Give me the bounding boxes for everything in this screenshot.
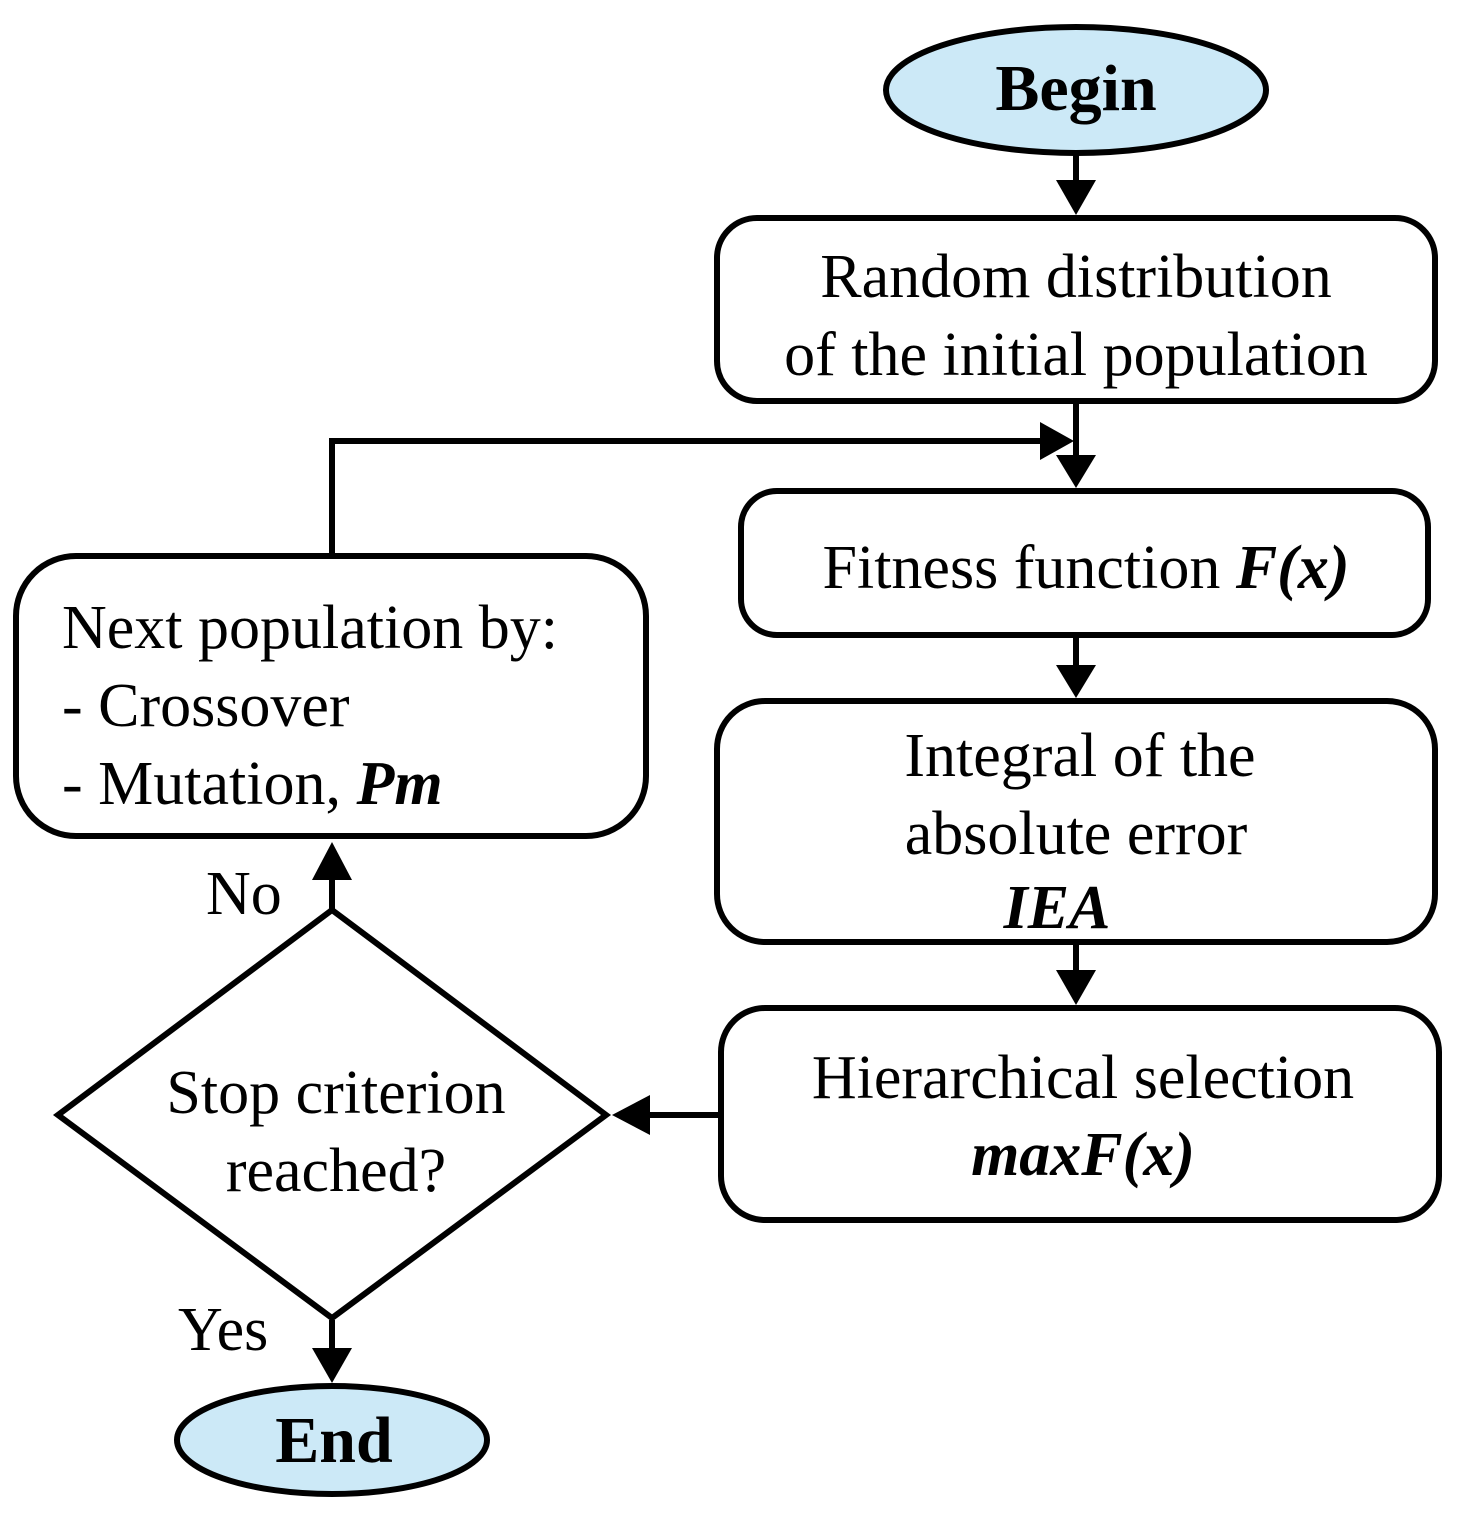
begin-label: Begin bbox=[995, 52, 1156, 125]
integral-error-node: Integral of the absolute error IEA bbox=[714, 698, 1438, 945]
arrowhead-fitness-to-integral bbox=[1056, 665, 1096, 698]
stop-criterion-node: Stop criterion reached? bbox=[52, 906, 612, 1322]
fitness-function-text: Fitness function bbox=[823, 534, 1236, 602]
next-population-mutation-text: - Mutation, bbox=[62, 750, 356, 818]
hierarchical-selection-node: Hierarchical selection maxF(x) bbox=[718, 1005, 1442, 1223]
fitness-function-box bbox=[738, 488, 1431, 638]
end-terminal-shape bbox=[174, 1383, 490, 1497]
fitness-function-label: Fitness function F(x) bbox=[823, 534, 1350, 602]
arrowhead-begin-to-random bbox=[1056, 180, 1096, 215]
next-population-line-1: Next population by: bbox=[62, 594, 558, 662]
end-label: End bbox=[275, 1404, 392, 1477]
connectors bbox=[312, 155, 1096, 1383]
no-branch-label: No bbox=[206, 860, 282, 928]
arrowhead-integral-to-selection bbox=[1056, 970, 1096, 1005]
integral-error-line-2: absolute error bbox=[905, 800, 1248, 868]
arrowhead-loop-back bbox=[1040, 422, 1074, 460]
integral-error-box bbox=[714, 698, 1438, 945]
next-population-line-2: - Crossover bbox=[62, 672, 350, 740]
random-distribution-line-2: of the initial population bbox=[784, 321, 1368, 389]
yes-branch-label: Yes bbox=[178, 1296, 268, 1364]
hierarchical-selection-line-1: Hierarchical selection bbox=[812, 1044, 1354, 1112]
next-population-line-3: - Mutation, Pm bbox=[62, 750, 443, 818]
next-population-box bbox=[13, 553, 649, 839]
fitness-function-node: Fitness function F(x) bbox=[738, 488, 1431, 638]
arrowhead-decision-to-next bbox=[312, 842, 352, 880]
random-distribution-node: Random distribution of the initial popul… bbox=[714, 215, 1438, 404]
random-distribution-line-1: Random distribution bbox=[820, 243, 1332, 311]
arrowhead-random-to-fitness bbox=[1056, 455, 1096, 488]
fitness-function-symbol: F(x) bbox=[1235, 534, 1350, 602]
integral-error-symbol: IEA bbox=[1003, 874, 1111, 942]
arrow-loop-back bbox=[329, 438, 1050, 553]
random-distribution-box bbox=[714, 215, 1438, 404]
hierarchical-selection-symbol: maxF(x) bbox=[971, 1121, 1195, 1189]
stop-criterion-line-2: reached? bbox=[226, 1137, 446, 1205]
begin-terminal-shape bbox=[883, 24, 1269, 156]
arrowhead-selection-to-decision bbox=[612, 1095, 650, 1135]
stop-criterion-line-1: Stop criterion bbox=[166, 1059, 505, 1127]
end-node: End bbox=[174, 1383, 490, 1497]
arrowhead-decision-to-end bbox=[312, 1348, 352, 1383]
integral-error-line-1: Integral of the bbox=[904, 722, 1255, 790]
hierarchical-selection-box bbox=[718, 1005, 1442, 1223]
next-population-node: Next population by: - Crossover - Mutati… bbox=[13, 553, 649, 839]
stop-criterion-diamond bbox=[52, 906, 612, 1322]
begin-node: Begin bbox=[883, 24, 1269, 156]
next-population-symbol: Pm bbox=[355, 750, 442, 818]
